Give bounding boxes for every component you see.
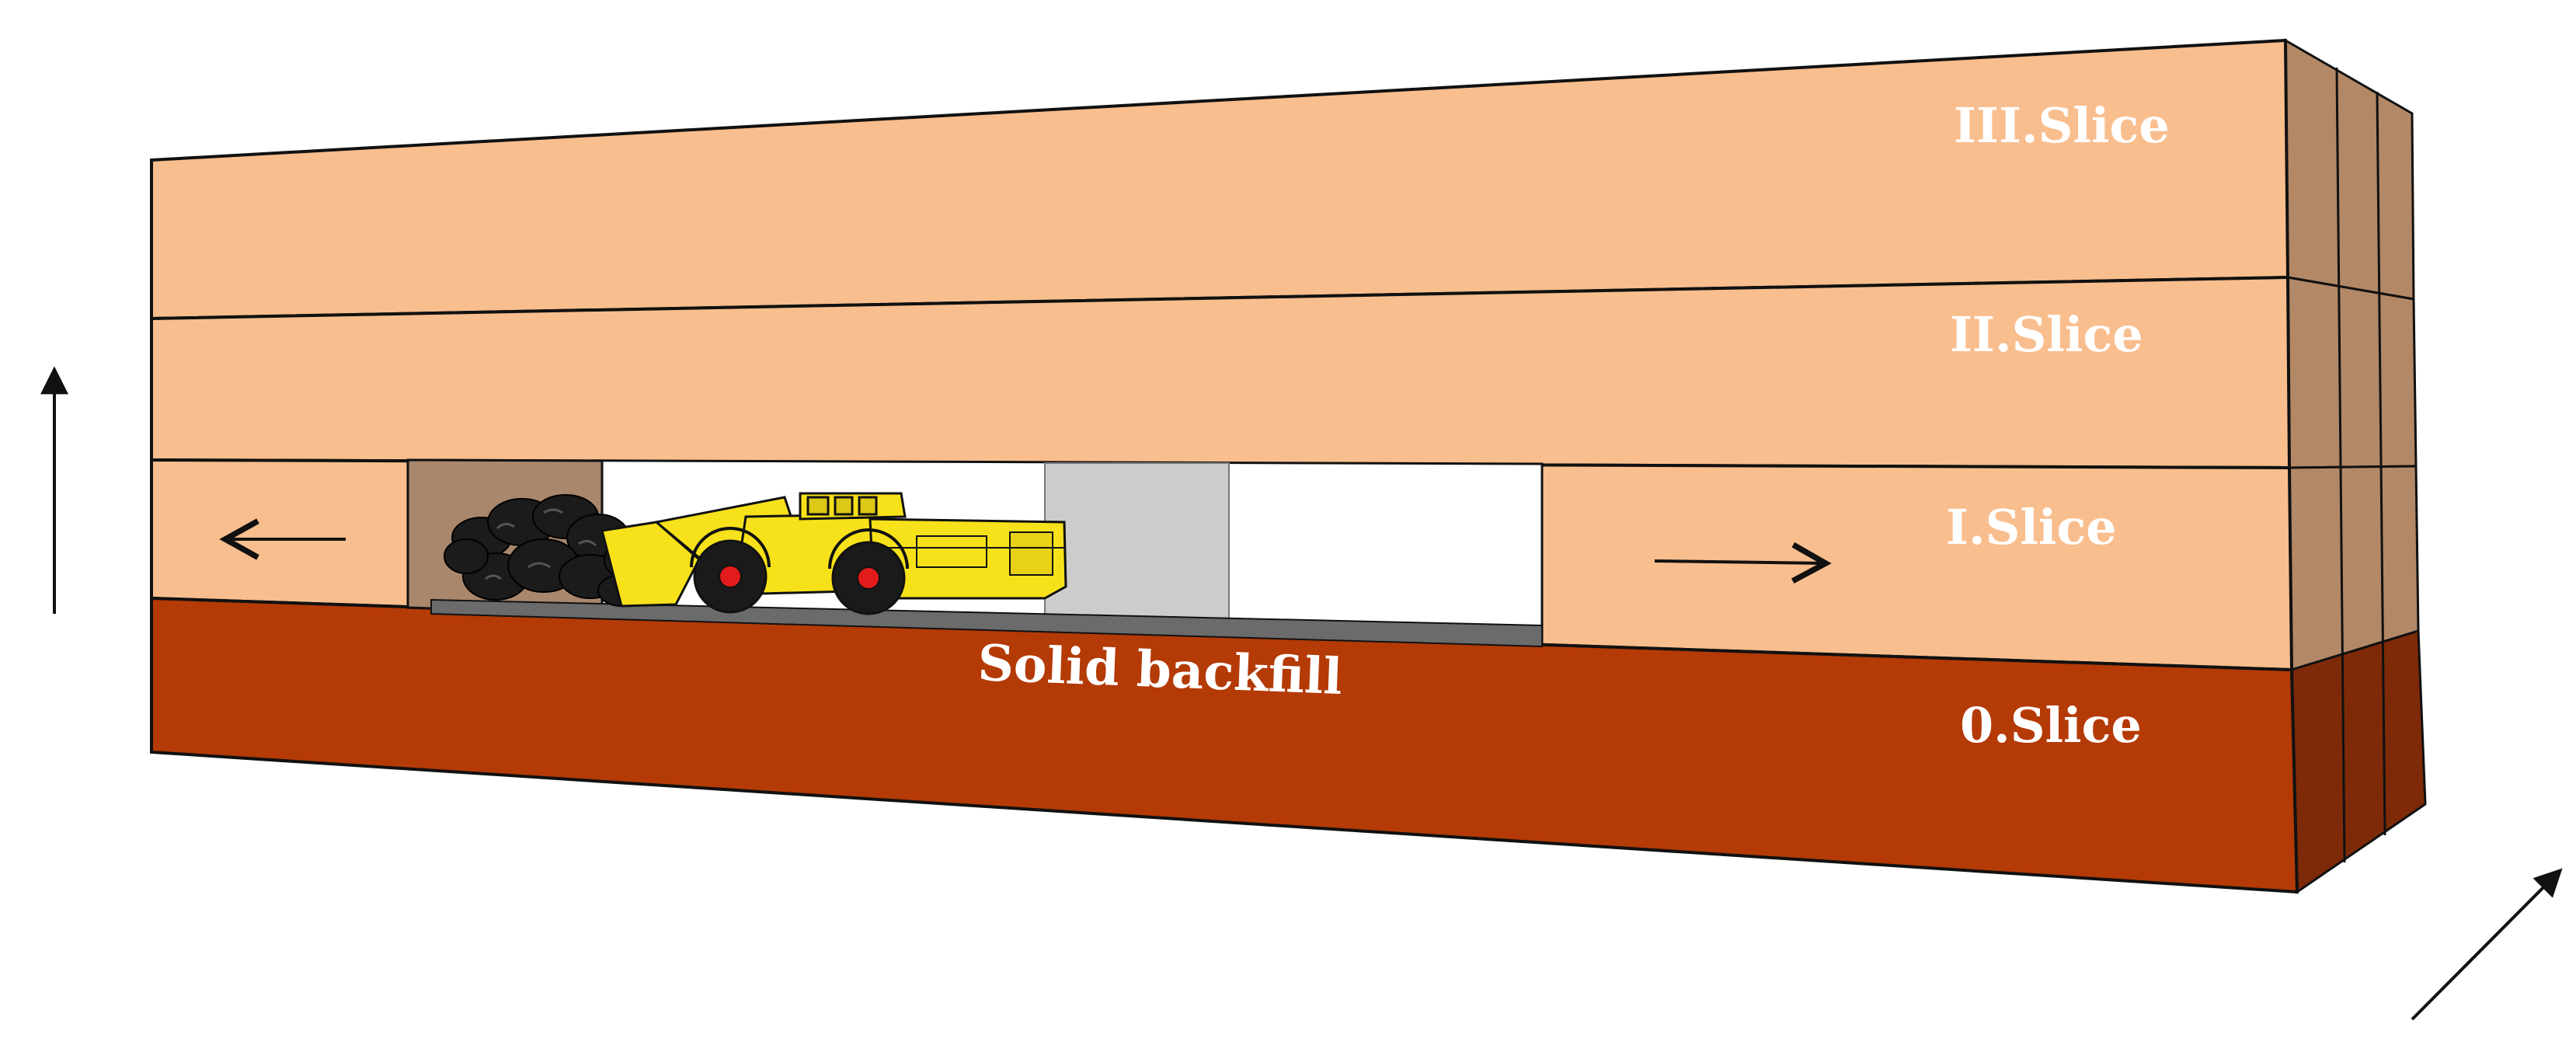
arrow-right-icon [1654,542,1832,584]
backfill-front-face [150,596,2299,894]
tunnel-floor [430,598,1543,648]
direction-arrows [40,366,2563,1021]
side-edge-1 [2335,67,2346,863]
block-side-faces [2284,38,2427,894]
label-slice-2: II.Slice [1950,306,2143,363]
lhd-loader-icon [600,492,1067,615]
slice3-side-face [2284,38,2415,301]
slice3-front-face [150,38,2290,321]
label-slice-0: 0.Slice [1960,697,2142,754]
slice2-side-face [2286,276,2418,469]
label-solid-backfill: Solid backfill [976,634,1343,706]
arrow-diagonal-icon [2411,868,2563,1021]
backfill-side-face [2290,629,2427,894]
label-slice-1: I.Slice [1946,499,2117,556]
concrete-pillar [1044,462,1230,631]
side-edge-2 [2376,91,2386,836]
slice-labels: III.Slice II.Slice I.Slice 0.Slice Solid… [976,97,2169,754]
label-slice-3: III.Slice [1954,97,2170,154]
